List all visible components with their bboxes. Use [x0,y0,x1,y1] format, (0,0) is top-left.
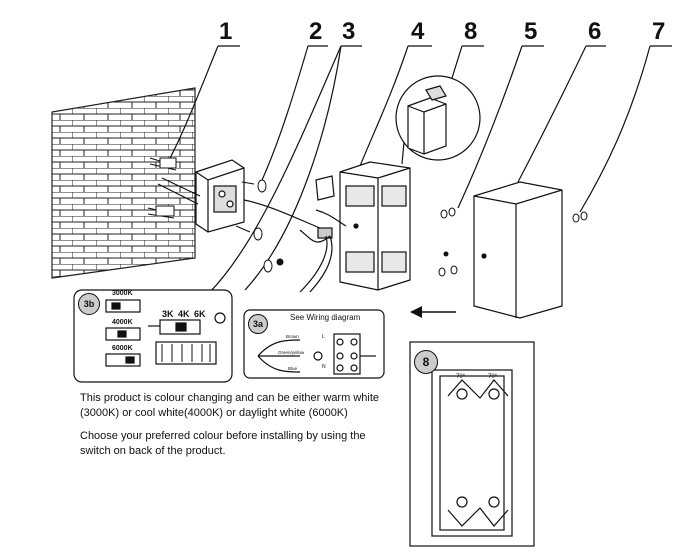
callout-6: 6 [588,18,603,45]
wall-junction-box [157,159,321,233]
description-line-3: Choose your preferred colour before inst… [80,430,366,442]
badge-8: 8 [414,350,438,374]
description-line-4: switch on back of the product. [80,445,226,457]
angle-right: 70° [488,374,498,380]
light-cover [473,181,563,319]
callout-3: 3 [342,18,357,45]
terminal-connector [299,175,335,293]
callout-8: 8 [464,18,479,45]
inset-8 [409,341,535,547]
wiring-title: See Wiring diagram [290,313,361,322]
wall-plugs [147,157,284,273]
screws [438,207,588,277]
assembly-arrow [410,306,456,318]
label-3k: 3K [162,309,174,319]
terminal-n: N [322,364,326,370]
label-6000k: 6000K [112,345,133,352]
callout-5: 5 [524,18,539,45]
wire-blue: Blue [288,366,298,371]
inset-3b [73,289,233,383]
light-body [315,161,411,291]
brick-wall [51,87,196,279]
label-4k: 4K [178,309,190,319]
detail-8-magnifier [395,75,481,165]
inset-3a [243,309,385,379]
callout-1: 1 [219,18,234,45]
angle-left: 70° [456,374,466,380]
callout-leaders [167,45,672,293]
terminal-l: L [322,334,325,340]
callout-4: 4 [411,18,426,45]
callout-7: 7 [652,18,667,45]
label-6k: 6K [194,309,206,319]
badge-3a: 3a [248,314,268,334]
label-3000k: 3000K [112,290,133,297]
wire-green-yellow: Green/yellow [278,350,305,355]
description-line-2: (3000K) or cool white(4000K) or daylight… [80,407,348,419]
badge-3b: 3b [78,293,100,315]
label-4000k: 4000K [112,319,133,326]
callout-2: 2 [309,18,324,45]
wire-brown: Brown [286,334,299,339]
description-line-1: This product is colour changing and can … [80,392,379,404]
